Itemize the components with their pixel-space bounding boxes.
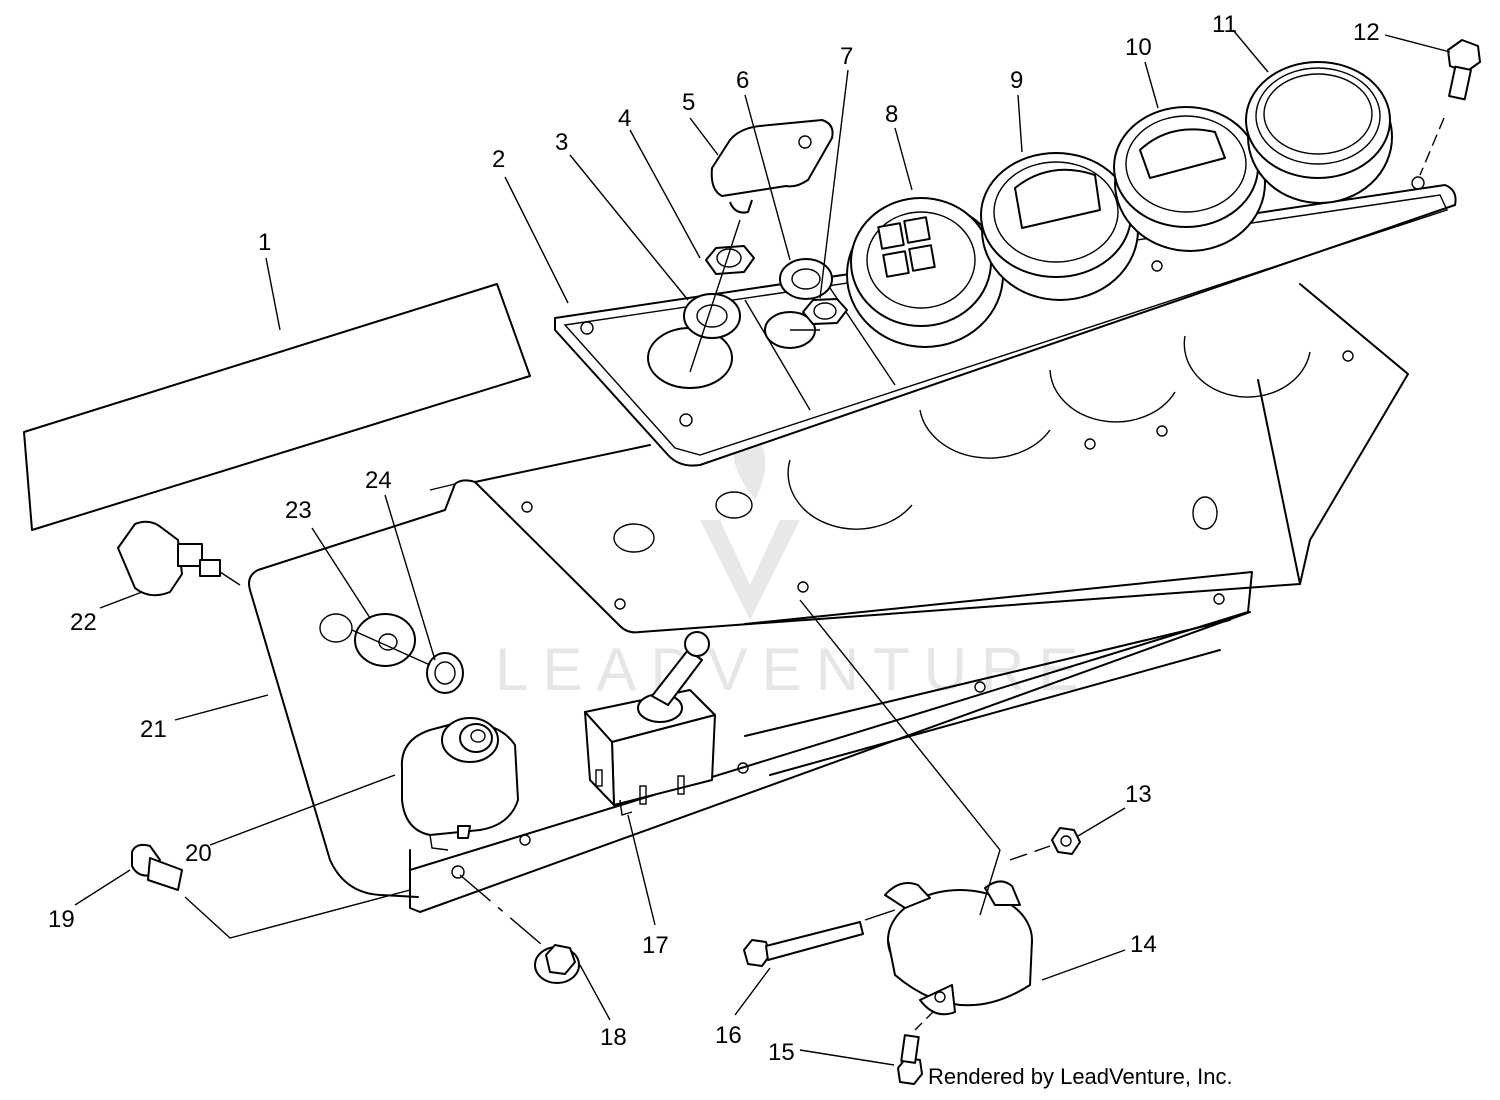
lock-washer-6 xyxy=(779,258,833,300)
callout-5: 5 xyxy=(682,89,695,116)
lock-washer-3 xyxy=(683,293,741,339)
assembly-line-14b xyxy=(979,849,1001,916)
callout-13: 13 xyxy=(1125,781,1152,808)
callout-6: 6 xyxy=(736,67,749,94)
callout-20: 20 xyxy=(185,840,212,867)
hex-nut-13 xyxy=(1051,827,1081,855)
bolt-16 xyxy=(743,909,896,967)
callout-22: 22 xyxy=(70,609,97,636)
callout-3: 3 xyxy=(555,129,568,156)
flange-nut-18 xyxy=(534,944,580,984)
callouts: 1 2 3 4 5 6 7 8 9 10 11 12 13 14 15 16 1… xyxy=(48,11,1380,1066)
render-credit: Rendered by LeadVenture, Inc. xyxy=(928,1064,1233,1089)
callout-18: 18 xyxy=(600,1024,627,1051)
callout-19: 19 xyxy=(48,906,75,933)
hex-nut-4 xyxy=(705,245,755,275)
lock-washer-24 xyxy=(426,652,464,694)
callout-12: 12 xyxy=(1353,19,1380,46)
knob-22 xyxy=(117,520,241,597)
callout-15: 15 xyxy=(768,1039,795,1066)
bezel-panel xyxy=(554,176,1457,467)
hole-23 xyxy=(319,613,353,643)
assembly-line-13 xyxy=(1009,845,1051,861)
dash-housing xyxy=(429,283,1409,634)
leader-lines xyxy=(74,29,1451,1066)
callout-4: 4 xyxy=(618,105,631,132)
gauge-9 xyxy=(980,152,1139,301)
callout-8: 8 xyxy=(885,101,898,128)
assembly-line-18 xyxy=(459,874,549,951)
rotary-switch-20 xyxy=(400,717,519,851)
clamp-14 xyxy=(884,880,1033,1016)
hex-nut-7 xyxy=(802,298,848,325)
assembly-line-3 xyxy=(689,219,741,373)
watermark-text: LEADVENTURE xyxy=(495,636,1092,703)
screw-12 xyxy=(1419,39,1481,176)
side-bracket-plate xyxy=(248,509,446,898)
ignition-key xyxy=(710,119,834,214)
callout-17: 17 xyxy=(642,932,669,959)
assembly-line-14 xyxy=(799,599,1001,851)
watermark-logo: LEADVENTURE xyxy=(495,420,1092,703)
gauge-quad-light xyxy=(846,197,1004,348)
screw-15 xyxy=(897,1009,936,1085)
callout-21: 21 xyxy=(140,716,167,743)
flat-washer-23 xyxy=(354,613,416,667)
callout-23: 23 xyxy=(285,497,312,524)
assembly-line-23 xyxy=(351,629,431,666)
housing-cutouts xyxy=(521,335,1311,610)
callout-7: 7 xyxy=(840,43,853,70)
assembly-line-19 xyxy=(184,889,411,939)
gauge-11 xyxy=(1245,61,1393,204)
toggle-switch-17 xyxy=(584,631,716,816)
callout-9: 9 xyxy=(1010,67,1023,94)
gauge-10 xyxy=(1113,106,1266,252)
screw-19 xyxy=(131,843,183,891)
callout-10: 10 xyxy=(1125,34,1152,61)
mounting-rail xyxy=(409,571,1253,913)
callout-1: 1 xyxy=(258,229,271,256)
callout-16: 16 xyxy=(715,1022,742,1049)
callout-2: 2 xyxy=(492,146,505,173)
callout-11: 11 xyxy=(1212,11,1237,38)
callout-14: 14 xyxy=(1130,931,1157,958)
callout-24: 24 xyxy=(365,467,392,494)
decal-strip xyxy=(23,283,531,531)
